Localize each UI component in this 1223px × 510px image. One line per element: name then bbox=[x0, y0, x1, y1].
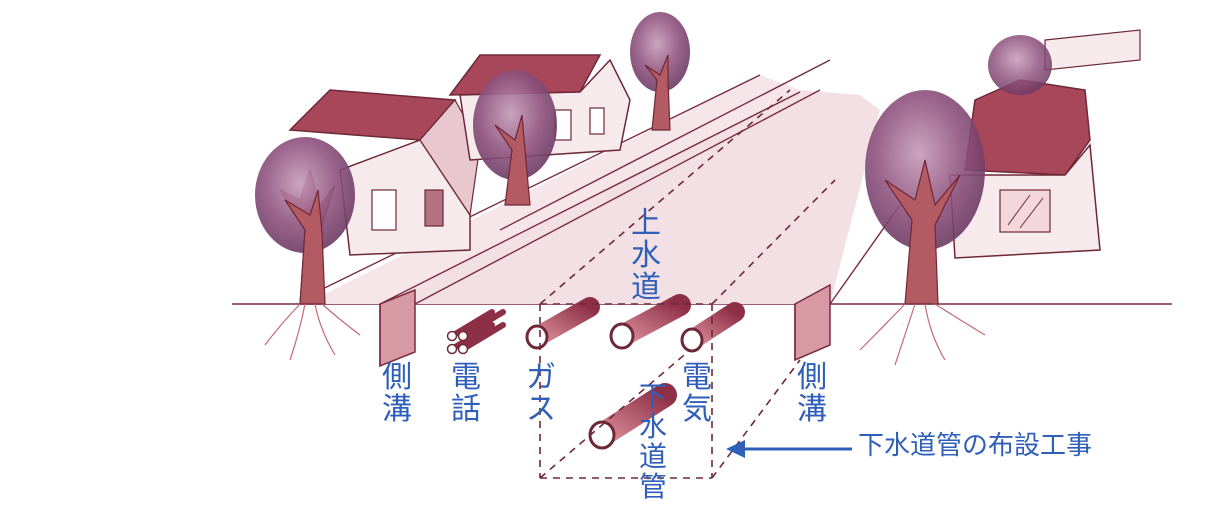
label-side-ditch-left: 側溝 bbox=[382, 360, 412, 427]
excavation-box bbox=[539, 89, 836, 479]
road-lines bbox=[299, 59, 901, 305]
left-side-ditch bbox=[379, 288, 416, 368]
arrow-icon bbox=[726, 440, 852, 458]
label-water-supply: 上水道 bbox=[631, 206, 661, 305]
caption-sewer-pipe-construction: 下水道管の布設工事 bbox=[858, 431, 1093, 461]
tree-right bbox=[859, 90, 986, 366]
telephone-cables bbox=[446, 309, 506, 355]
right-side-ditch bbox=[794, 283, 831, 362]
road-surface bbox=[380, 90, 880, 304]
label-gas: ガス bbox=[526, 360, 556, 427]
electricity-pipe bbox=[680, 302, 745, 353]
water-supply-pipe bbox=[609, 294, 691, 350]
tree-middle bbox=[473, 70, 557, 206]
gas-pipe bbox=[525, 297, 600, 350]
label-side-ditch-right: 側溝 bbox=[797, 360, 827, 427]
tree-back bbox=[630, 12, 690, 131]
label-telephone: 電話 bbox=[451, 360, 481, 427]
tree-left bbox=[255, 137, 361, 361]
tree-right-back bbox=[988, 35, 1052, 95]
label-electricity: 電気 bbox=[682, 360, 712, 427]
label-sewer-pipe: 下水道管 bbox=[638, 380, 667, 503]
